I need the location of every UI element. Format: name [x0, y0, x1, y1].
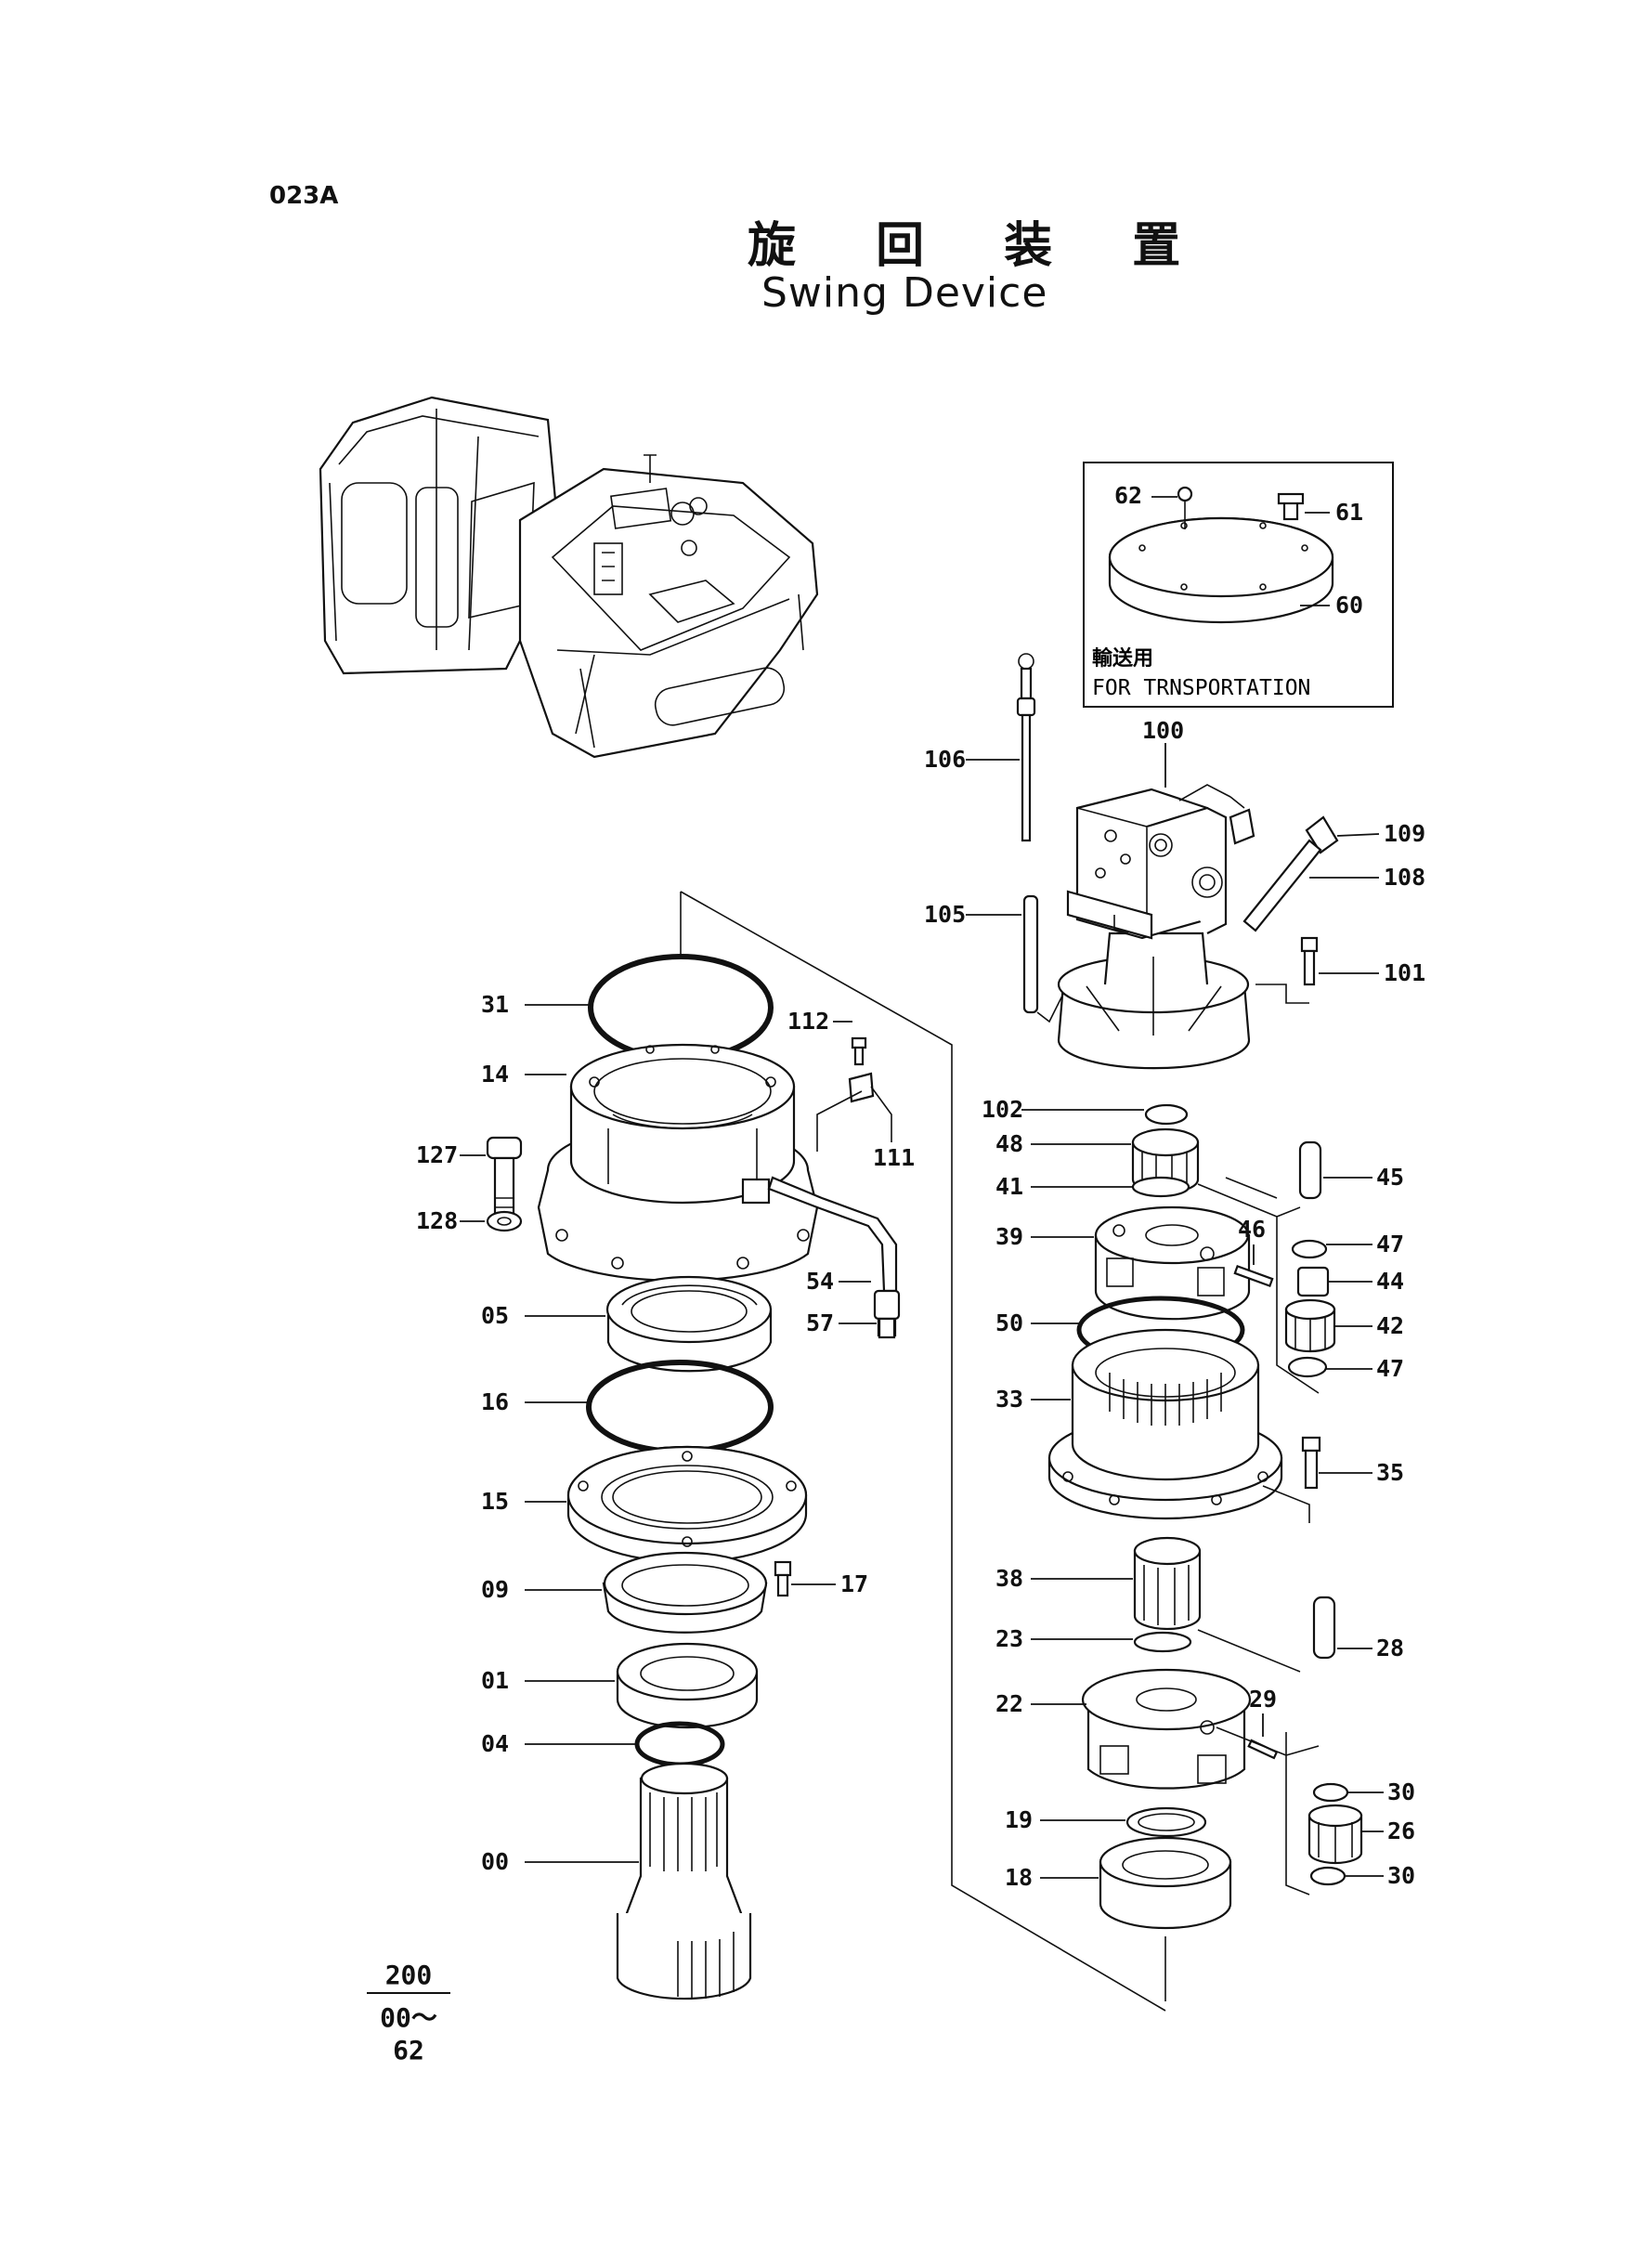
label-30-lower: 30	[1387, 1862, 1415, 1889]
inset-note-japanese: 輸送用	[1092, 646, 1153, 671]
label-22: 22	[995, 1690, 1023, 1717]
label-100: 100	[1142, 717, 1184, 744]
label-101: 101	[1384, 959, 1425, 986]
label-33: 33	[995, 1386, 1023, 1413]
right-column-parts: 102 48 41 45 39 46 47 44 42	[982, 1096, 1415, 2001]
label-54: 54	[806, 1268, 834, 1295]
label-41: 41	[995, 1173, 1023, 1200]
label-109: 109	[1384, 820, 1425, 847]
label-127: 127	[416, 1141, 458, 1168]
page-code: 023A	[269, 182, 339, 210]
label-16: 16	[481, 1388, 509, 1415]
label-50: 50	[995, 1309, 1023, 1336]
label-31: 31	[481, 991, 509, 1018]
label-48: 48	[995, 1130, 1023, 1157]
label-105: 105	[924, 901, 966, 928]
label-29: 29	[1249, 1686, 1277, 1713]
label-18: 18	[1005, 1864, 1033, 1891]
inset-transportation-cover: 62 61 60 輸送用 FOR TRNSPORTATION	[1083, 462, 1394, 708]
label-44: 44	[1376, 1268, 1404, 1295]
label-01: 01	[481, 1667, 509, 1694]
label-106: 106	[924, 746, 966, 773]
label-47-lower: 47	[1376, 1355, 1404, 1382]
label-108: 108	[1384, 864, 1425, 891]
assembly-bracket-lines	[680, 891, 1301, 2012]
label-28: 28	[1376, 1635, 1404, 1661]
label-23: 23	[995, 1625, 1023, 1652]
label-04: 04	[481, 1730, 509, 1757]
label-15: 15	[481, 1488, 509, 1515]
left-column-parts: 31 14 112 111 127 128	[416, 954, 915, 2000]
label-35: 35	[1376, 1459, 1404, 1486]
title-japanese: 旋 回 装 置	[748, 218, 1213, 274]
label-60: 60	[1335, 592, 1363, 619]
label-26: 26	[1387, 1818, 1415, 1844]
excavator-illustration	[319, 396, 819, 759]
label-57: 57	[806, 1309, 834, 1336]
label-45: 45	[1376, 1164, 1404, 1191]
inset-note-english: FOR TRNSPORTATION	[1092, 676, 1310, 700]
label-30-upper: 30	[1387, 1778, 1415, 1805]
label-39: 39	[995, 1223, 1023, 1250]
label-42: 42	[1376, 1312, 1404, 1339]
label-00: 00	[481, 1848, 509, 1875]
label-19: 19	[1005, 1806, 1033, 1833]
reference-bottom: 00～62	[380, 2002, 437, 2065]
label-102: 102	[982, 1096, 1023, 1123]
label-111: 111	[873, 1144, 915, 1171]
label-128: 128	[416, 1207, 458, 1234]
label-17: 17	[840, 1570, 868, 1597]
label-47-upper: 47	[1376, 1231, 1404, 1257]
label-05: 05	[481, 1302, 509, 1329]
label-14: 14	[481, 1061, 509, 1088]
reference-number: 200 00～62	[367, 1960, 450, 2065]
title-english: Swing Device	[761, 269, 1048, 317]
swing-motor-assembly: 106 105 100 109 108 101	[924, 653, 1425, 1070]
label-112: 112	[787, 1008, 829, 1035]
reference-top: 200	[367, 1960, 450, 1994]
label-38: 38	[995, 1565, 1023, 1592]
label-62: 62	[1114, 482, 1142, 509]
label-09: 09	[481, 1576, 509, 1603]
label-46: 46	[1238, 1216, 1266, 1243]
label-61: 61	[1335, 499, 1363, 526]
